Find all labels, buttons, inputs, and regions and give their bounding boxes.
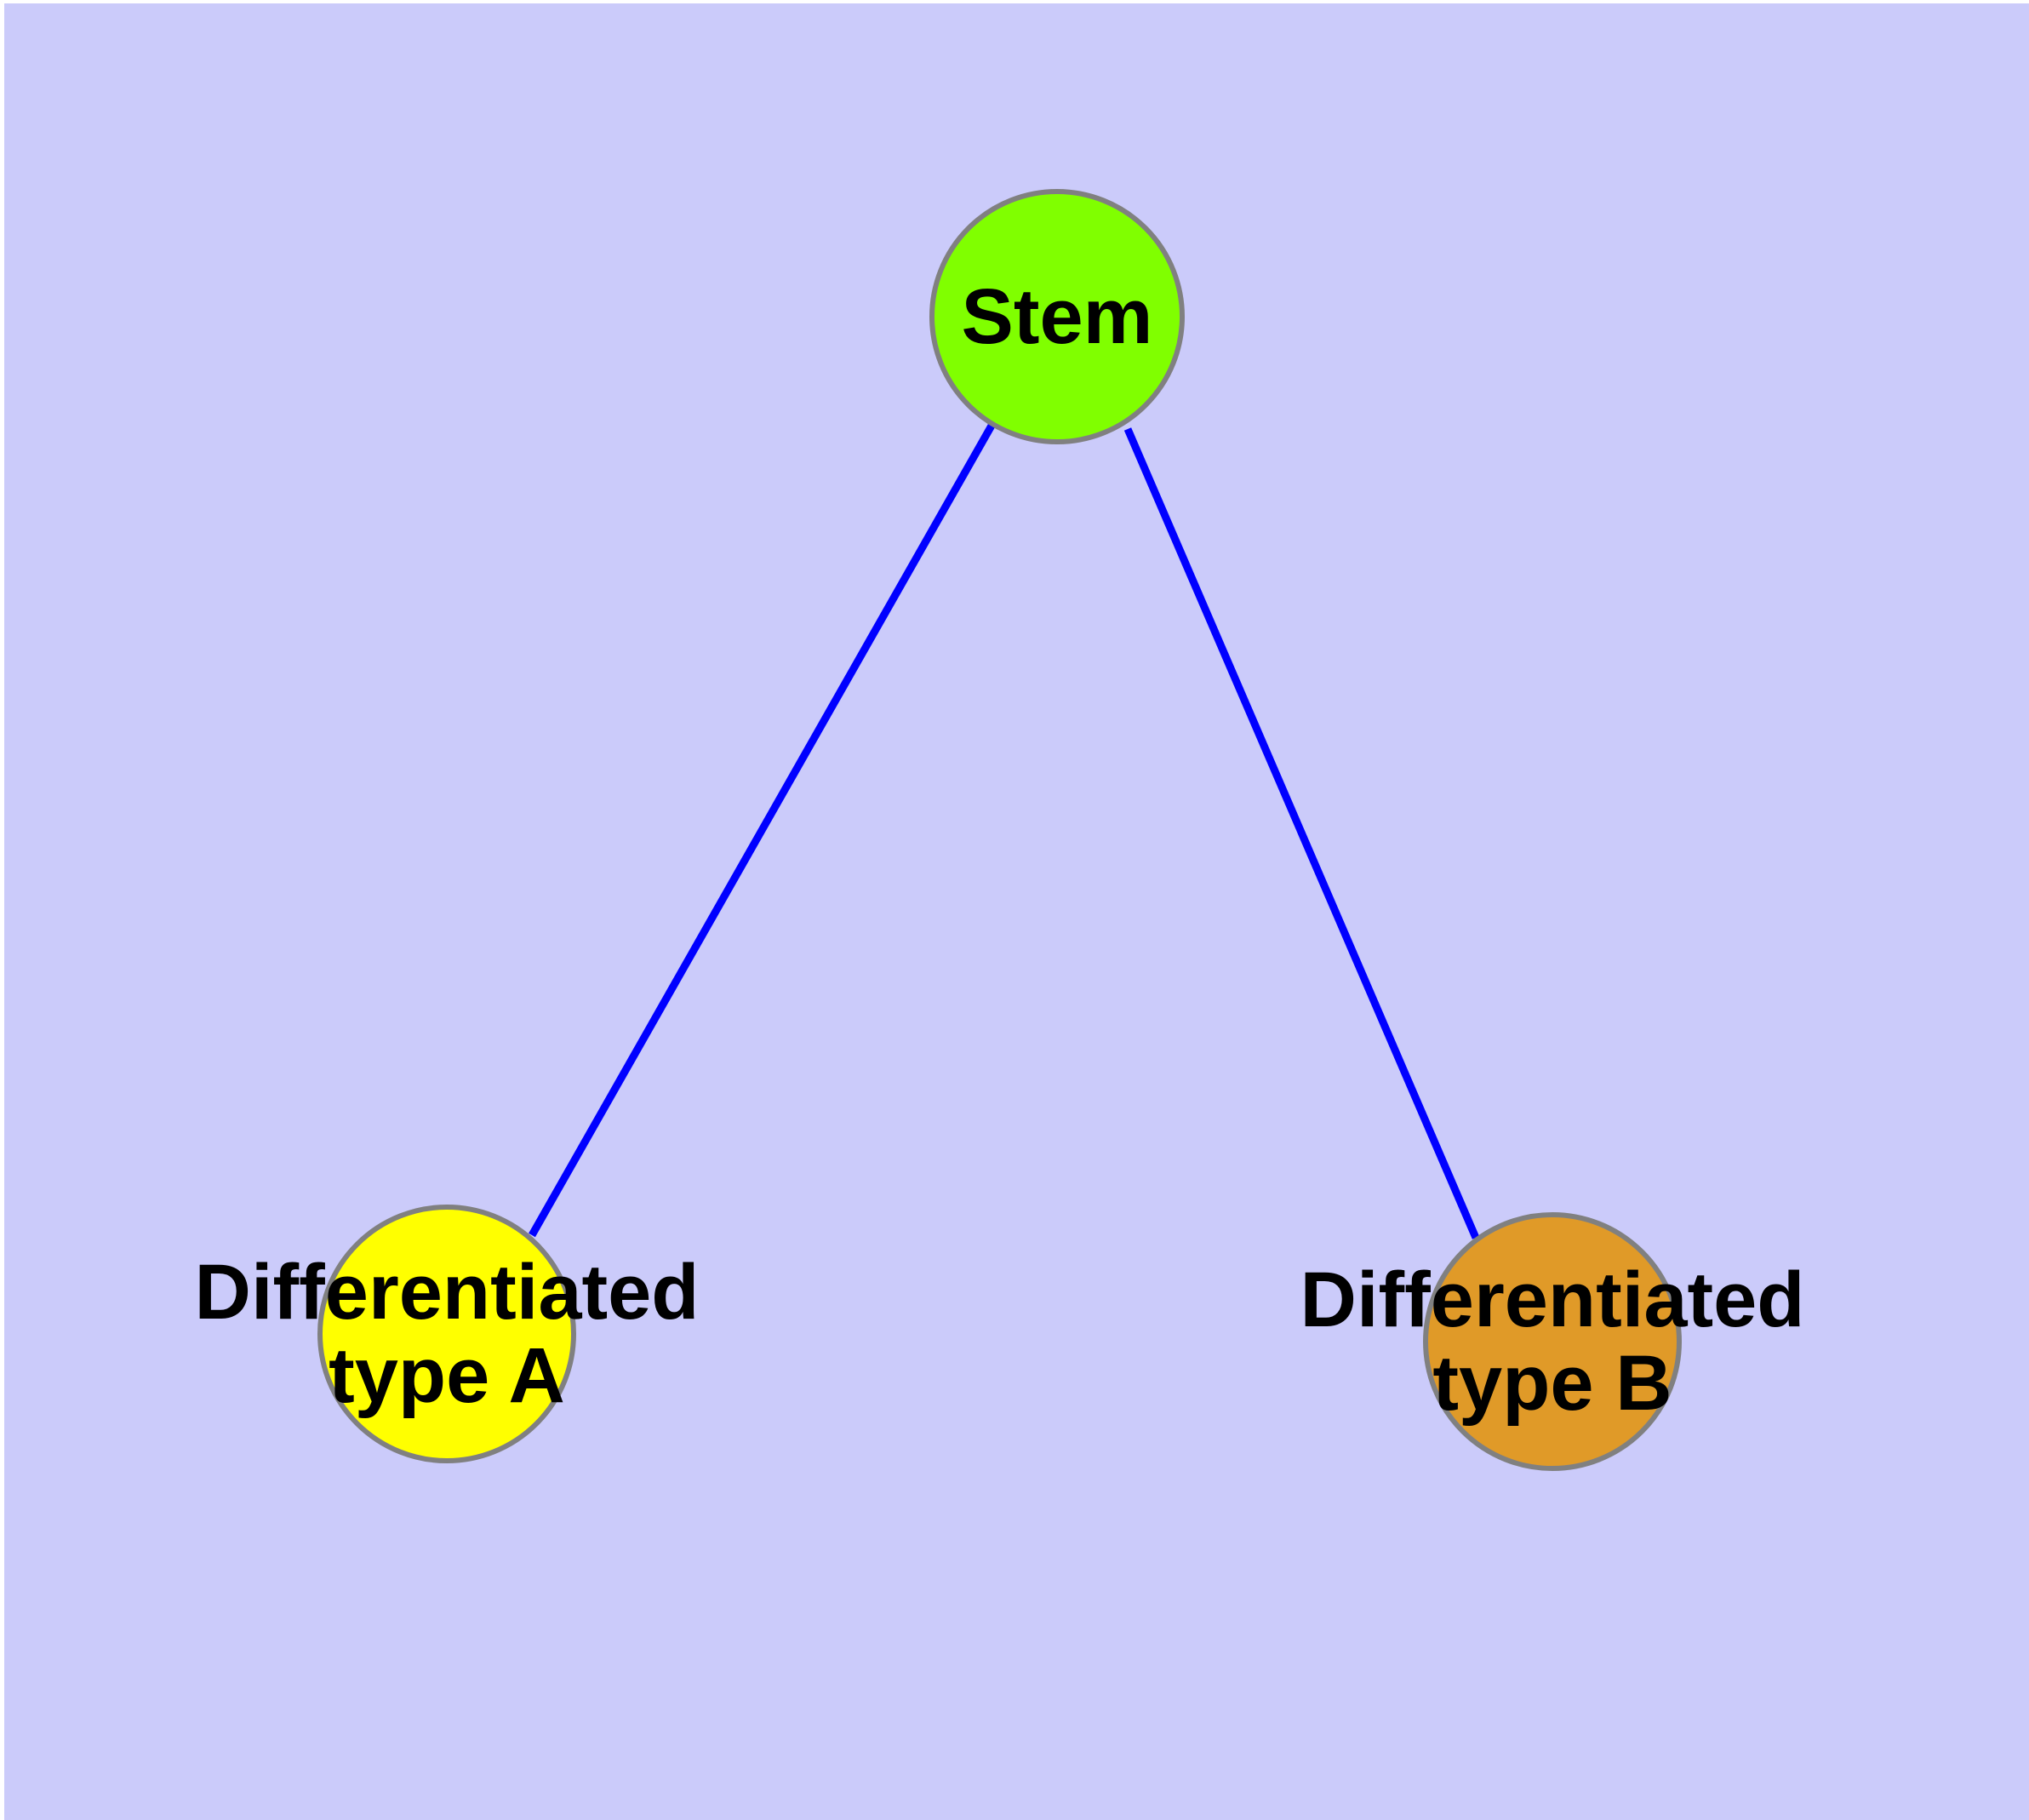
graph-edge-stem-to-diff_a: [529, 423, 995, 1238]
graph-edge-stem-to-diff_b: [1123, 427, 1480, 1239]
nodes-layer: [317, 189, 1682, 1471]
edges-layer: [529, 423, 1480, 1239]
graph-node-diff_a[interactable]: [317, 1205, 576, 1463]
graph-node-diff_b[interactable]: [1423, 1212, 1682, 1471]
graph-svg: [317, 189, 1682, 1471]
graph-node-stem[interactable]: [929, 189, 1185, 444]
